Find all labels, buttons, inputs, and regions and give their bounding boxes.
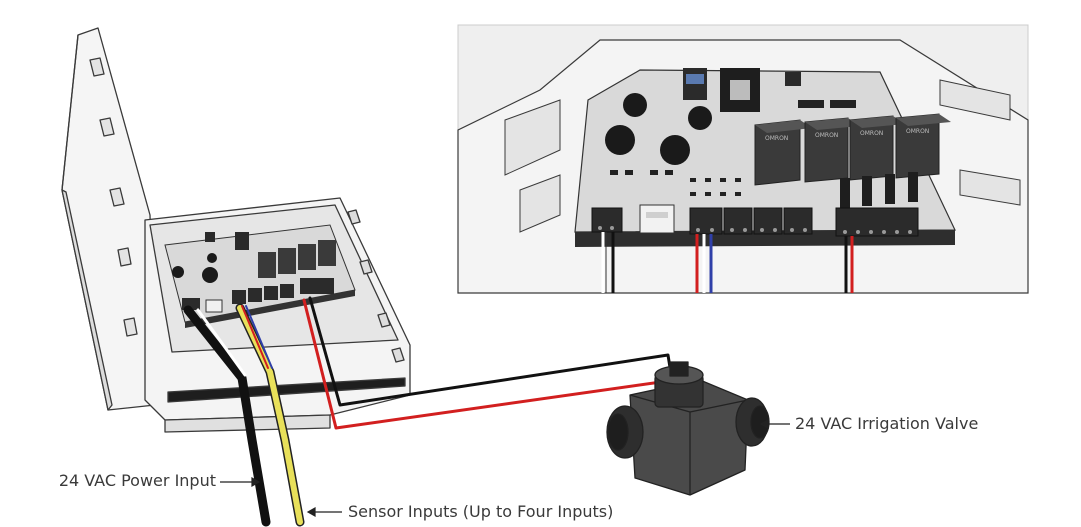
relay-label-4: OMRON [906, 128, 929, 135]
relay-2: OMRON [804, 117, 860, 183]
relay-label-1: OMRON [765, 135, 788, 142]
relay-label-3: OMRON [860, 130, 883, 137]
enclosure-lid [61, 27, 156, 411]
irrigation-valve [606, 361, 770, 496]
relays-large: OMRON OMRON OMRON OMRON [754, 113, 951, 208]
irrigation-valve-label: 24 VAC Irrigation Valve [795, 414, 979, 433]
inset-wires [601, 232, 854, 293]
relay-1: OMRON [754, 119, 812, 186]
relay-3: OMRON [849, 115, 905, 181]
inset-view: OMRON OMRON OMRON OMRON [457, 24, 1029, 294]
relay-small-1 [258, 240, 336, 278]
relay-4: OMRON [895, 113, 951, 179]
sensor-inputs-label: Sensor Inputs (Up to Four Inputs) [348, 502, 614, 521]
callout-arrows [220, 418, 790, 518]
relay-label-2: OMRON [815, 132, 838, 139]
circuit-board-small [164, 224, 356, 328]
terminal-blocks-small [182, 278, 334, 310]
power-input-label: 24 VAC Power Input [58, 471, 216, 490]
terminal-blocks-large [591, 207, 919, 237]
